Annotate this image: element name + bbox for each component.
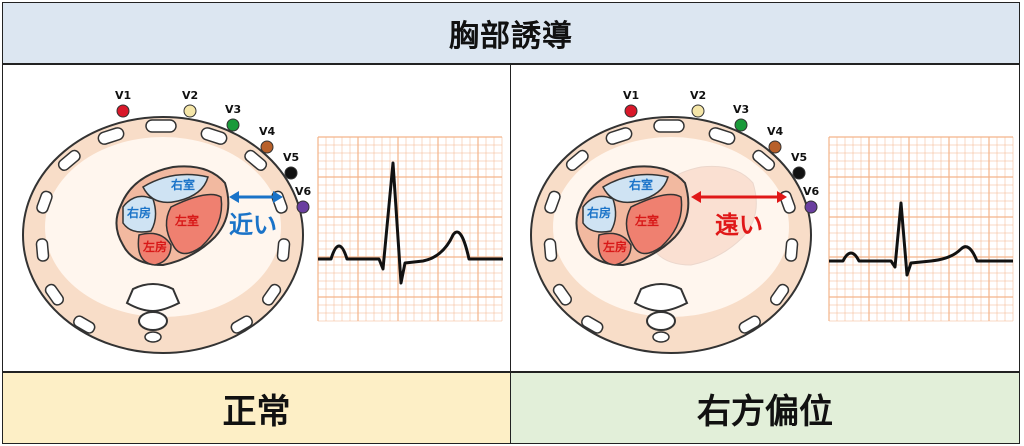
heart-normal: 右室 右房 左室 左房 [115,165,230,267]
rib-set [543,119,799,334]
lead-v2-dot [691,104,705,118]
rib [57,149,81,172]
ecg-trace-shifted [829,201,1013,277]
lead-v6-dot [804,200,818,214]
normal-footer: 正常 [2,372,511,444]
left-ventricle-label: 左室 [634,213,659,228]
lead-v5-dot [792,166,806,180]
lead-v4-label: V4 [259,125,276,138]
rib [653,119,685,133]
near-label: 近い [229,211,277,239]
rib [230,315,253,334]
rib [244,149,268,172]
rib [543,238,558,262]
normal-illustration: 右室 右房 左室 左房 近い V1 V2 V3 [22,89,503,354]
lead-v5-label: V5 [791,151,807,164]
rib [738,315,761,334]
rib [708,127,736,145]
shifted-panel: 右室 右房 左室 左房 遠い V1 V2 V3 [510,64,1020,372]
far-distance-arrow [691,191,787,203]
lead-v6-label: V6 [803,185,820,198]
lead-v1-dot [116,104,130,118]
near-distance-arrow [229,191,283,203]
rib [145,119,177,133]
normal-caption: 正常 [222,391,291,432]
left-ventricle-shape [165,193,223,255]
left-ventricle-shape [625,193,683,255]
rib [73,315,96,334]
ecg-grid-shifted [828,136,1014,322]
right-atrium-shape [582,195,617,233]
spine-vertebra [125,283,181,343]
lead-v5-label: V5 [283,151,299,164]
lead-v3-dot [734,118,748,132]
rib [44,283,65,306]
title-banner: 胸部誘導 [2,2,1020,64]
rib-set [35,119,291,334]
right-atrium-label: 右房 [586,205,611,220]
shifted-footer: 右方偏位 [510,372,1020,444]
rib [97,127,125,145]
lead-v4-dot [768,140,782,154]
rib [605,127,633,145]
ecg-grid-normal [317,136,503,322]
left-atrium-label: 左房 [602,239,627,254]
right-ventricle-shape [602,173,669,204]
rib [36,190,53,214]
lead-v2-label: V2 [690,89,706,102]
spine-vertebra [633,283,689,343]
left-atrium-shape [137,232,172,266]
rib [35,238,50,262]
lead-markers: V1 V2 V3 V4 V5 V6 [623,89,820,214]
rib [565,149,589,172]
left-atrium-shape [597,232,632,266]
lead-v4-dot [260,140,274,154]
lead-v3-label: V3 [733,103,749,116]
rib [752,149,776,172]
ecg-trace-normal [318,161,503,285]
lead-v1-dot [624,104,638,118]
rib [784,238,799,262]
rib [261,283,282,306]
right-atrium-label: 右房 [126,205,151,220]
left-ventricle-label: 左室 [174,213,199,228]
far-label: 遠い [715,211,763,239]
page-title: 胸部誘導 [449,19,573,54]
lead-v6-label: V6 [295,185,312,198]
lead-v2-label: V2 [182,89,198,102]
rib [276,238,291,262]
lead-v6-dot [296,200,310,214]
lead-v2-dot [183,104,197,118]
shifted-caption: 右方偏位 [697,391,833,432]
lead-v3-dot [226,118,240,132]
right-ventricle-shape [142,173,209,204]
lead-v1-label: V1 [115,89,131,102]
lead-v5-dot [284,166,298,180]
lead-v3-label: V3 [225,103,241,116]
rib [200,127,228,145]
lead-markers: V1 V2 V3 V4 V5 V6 [115,89,312,214]
rib [769,283,790,306]
rib [581,315,604,334]
lead-v1-label: V1 [623,89,639,102]
shifted-illustration: 右室 右房 左室 左房 遠い V1 V2 V3 [530,89,1014,354]
right-ventricle-label: 右室 [170,177,195,192]
right-atrium-shape [122,195,157,233]
heart-shifted: 右室 右房 左室 左房 [575,165,690,267]
rib [552,283,573,306]
left-atrium-label: 左房 [142,239,167,254]
rib [544,190,561,214]
right-ventricle-label: 右室 [628,177,653,192]
normal-panel: 右室 右房 左室 左房 近い V1 V2 V3 [2,64,511,372]
lead-v4-label: V4 [767,125,784,138]
